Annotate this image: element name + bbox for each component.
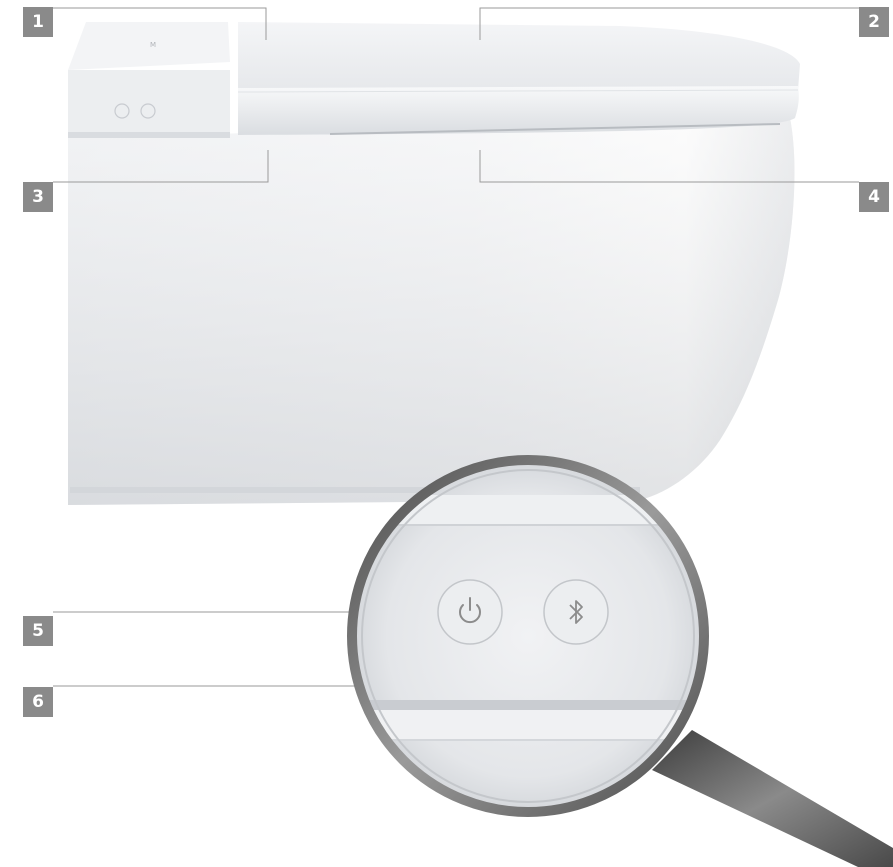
callout-5: 5 xyxy=(23,616,53,646)
power-button xyxy=(438,580,502,644)
control-unit: M xyxy=(68,22,230,138)
bluetooth-button xyxy=(544,580,608,644)
svg-text:M: M xyxy=(150,41,156,49)
toilet-bowl xyxy=(68,118,794,505)
callout-4: 4 xyxy=(859,182,889,212)
toilet-lid xyxy=(238,22,800,135)
callout-2: 2 xyxy=(859,7,889,37)
callout-3: 3 xyxy=(23,182,53,212)
magnifier-handle xyxy=(652,730,893,867)
callout-6: 6 xyxy=(23,687,53,717)
callout-1: 1 xyxy=(23,7,53,37)
